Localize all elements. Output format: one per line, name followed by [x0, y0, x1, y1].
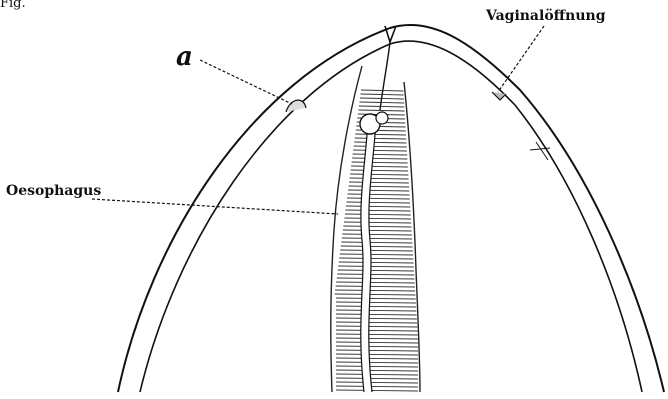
- striation-line: [336, 342, 418, 343]
- striation-line: [336, 322, 417, 323]
- striation-line: [336, 314, 417, 315]
- striation-line: [352, 158, 407, 159]
- striation-line: [336, 338, 418, 339]
- striation-line: [342, 238, 412, 239]
- striation-line: [343, 230, 412, 231]
- striation-line: [348, 190, 409, 191]
- striation-line: [358, 110, 404, 111]
- striation-line: [336, 390, 418, 391]
- striation-line: [348, 194, 410, 195]
- striation-line: [336, 286, 415, 287]
- papilla-a: [286, 100, 306, 112]
- striation-line: [336, 318, 417, 319]
- striation-line: [338, 266, 414, 267]
- striation-line: [355, 138, 407, 139]
- striation-line: [346, 206, 410, 207]
- striation-line: [349, 186, 410, 187]
- striation-line: [359, 106, 405, 107]
- striation-line: [336, 306, 416, 307]
- striation-line: [339, 258, 413, 259]
- striation-line: [359, 102, 404, 103]
- striation-line: [354, 146, 407, 147]
- striation-line: [336, 366, 418, 367]
- striation-line: [337, 274, 414, 275]
- striation-line: [336, 302, 416, 303]
- striation-line: [336, 298, 416, 299]
- striation-line: [336, 330, 418, 331]
- mouth-bulb-side: [376, 112, 388, 124]
- oesophagus-outline-left: [331, 66, 362, 392]
- oesophagus-outline-right: [404, 82, 420, 392]
- mouth-canal: [380, 42, 390, 110]
- outer-cuticle-line: [118, 25, 664, 392]
- striation-line: [342, 234, 412, 235]
- striation-line: [336, 346, 418, 347]
- label-vaginal-opening: Vaginalöffnung: [486, 8, 605, 24]
- striation-line: [343, 226, 411, 227]
- striation-line: [336, 382, 418, 383]
- striation-line: [335, 294, 416, 295]
- striation-line: [351, 166, 408, 167]
- striation-line: [336, 386, 418, 387]
- striation-line: [339, 262, 414, 263]
- striation-line: [344, 218, 411, 219]
- striation-line: [355, 134, 406, 135]
- label-a: a: [176, 44, 193, 70]
- striation-line: [336, 370, 418, 371]
- striation-line: [336, 374, 418, 375]
- striation-line: [336, 326, 417, 327]
- striation-line: [360, 94, 403, 95]
- striation-line: [361, 90, 404, 91]
- striation-line: [341, 246, 413, 247]
- striation-line: [335, 290, 415, 291]
- oesophagus-body: [331, 66, 420, 392]
- striation-line: [351, 170, 409, 171]
- striation-line: [338, 270, 414, 271]
- striation-line: [353, 154, 408, 155]
- leader-line-oesophagus: [92, 199, 338, 214]
- striation-line: [344, 222, 411, 223]
- label-oesophagus: Oesophagus: [6, 183, 101, 199]
- oesophagus-striations: [335, 90, 418, 391]
- striation-line: [336, 378, 418, 379]
- striation-line: [337, 278, 415, 279]
- striation-line: [347, 198, 410, 199]
- striation-line: [349, 182, 409, 183]
- striation-line: [350, 174, 408, 175]
- striation-line: [336, 310, 416, 311]
- striation-line: [336, 362, 418, 363]
- inner-cuticle-line: [140, 41, 642, 392]
- striation-line: [345, 214, 411, 215]
- striation-line: [336, 282, 415, 283]
- striation-line: [341, 242, 412, 243]
- striation-line: [352, 162, 408, 163]
- striation-line: [336, 334, 418, 335]
- striation-line: [353, 150, 407, 151]
- figure-caption-fragment: Fig.: [0, 0, 26, 11]
- leader-line-vaginal: [498, 26, 544, 92]
- striation-line: [340, 250, 413, 251]
- striation-line: [354, 142, 406, 143]
- striation-line: [336, 350, 418, 351]
- striation-line: [336, 354, 418, 355]
- striation-line: [336, 358, 418, 359]
- striation-line: [350, 178, 409, 179]
- striation-line: [360, 98, 404, 99]
- striation-line: [340, 254, 413, 255]
- striation-line: [345, 210, 410, 211]
- leader-line-a: [200, 60, 292, 104]
- striation-line: [346, 202, 410, 203]
